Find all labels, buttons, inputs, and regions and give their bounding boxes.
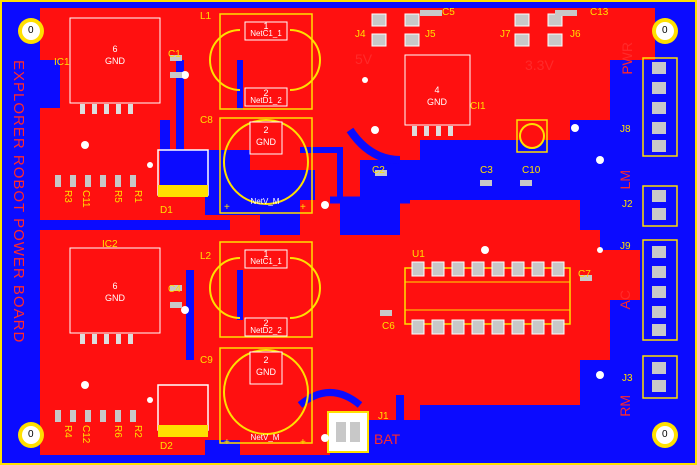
d2-ref: D2 — [160, 441, 173, 452]
c1-ref: C1 — [168, 49, 181, 60]
ic1-pin: 6 — [112, 44, 118, 54]
ic1-net: GND — [105, 56, 125, 66]
u1-ref: U1 — [412, 249, 425, 260]
j7-ref: J7 — [500, 29, 511, 40]
rail-rm: RM — [617, 395, 633, 417]
mount-hole-label-bl: 0 — [28, 429, 34, 440]
l2-net1: NetC1_1 — [250, 257, 282, 266]
rail-lm: LM — [617, 170, 633, 190]
j9-ref: J9 — [620, 241, 631, 252]
l2-pin2: 2 — [263, 318, 269, 328]
r5-ref: R5 — [112, 190, 123, 203]
d1-ref: D1 — [160, 205, 173, 216]
l1-pin2: 2 — [263, 88, 269, 98]
l2-net2: NetD2_2 — [250, 326, 282, 335]
c9-pin: 2 — [263, 355, 269, 365]
c9-plus-2: + — [300, 437, 306, 448]
r4-ref: R4 — [62, 425, 73, 438]
c10-ref: C10 — [522, 165, 541, 176]
r2-ref: R2 — [132, 425, 143, 438]
j2-ref: J2 — [622, 199, 633, 210]
ic1-ref: IC1 — [54, 57, 70, 68]
l1-net2: NetD1_2 — [250, 96, 282, 105]
c8-net: GND — [256, 137, 276, 147]
c4-ref: C4 — [168, 284, 181, 295]
ic3-pin: 4 — [434, 85, 440, 95]
c5-ref: C5 — [442, 7, 455, 18]
c13-ref: C13 — [590, 7, 609, 18]
ic2-pin: 6 — [112, 281, 118, 291]
c12-ref: C12 — [80, 425, 91, 444]
c9-plus: + — [224, 437, 230, 448]
ci1-ref: CI1 — [470, 101, 486, 112]
l1-ref: L1 — [200, 11, 212, 22]
j4-ref: J4 — [355, 29, 366, 40]
c9-pin1: NetV_M — [250, 433, 280, 442]
mount-hole-label-tr: 0 — [662, 25, 668, 36]
c11-ref: C11 — [80, 190, 91, 208]
c8-pin1: NetV_M — [250, 197, 280, 206]
j1-ref: J1 — [378, 411, 389, 422]
c2-ref: C2 — [372, 165, 385, 176]
l1-pin1: 1 — [263, 21, 269, 31]
c9-net: GND — [256, 367, 276, 377]
c9-ref: C9 — [200, 355, 213, 366]
c8-plus: + — [224, 202, 230, 213]
r3-ref: R3 — [62, 190, 73, 203]
j5-ref: J5 — [425, 29, 436, 40]
j8-ref: J8 — [620, 124, 631, 135]
c8-plus-2: + — [300, 202, 306, 213]
c3-ref: C3 — [480, 165, 493, 176]
r6-ref: R6 — [112, 425, 123, 438]
l2-ref: L2 — [200, 251, 212, 262]
r1-ref: R1 — [132, 190, 143, 203]
c8-pin: 2 — [263, 125, 269, 135]
rail-bat: BAT — [374, 431, 401, 447]
c7-ref: C7 — [578, 269, 591, 280]
l1-net1: NetC1_1 — [250, 29, 282, 38]
j6-ref: J6 — [570, 29, 581, 40]
board-title: EXPLORER ROBOT POWER BOARD — [10, 60, 27, 344]
rail-pwr: PWR — [619, 42, 635, 75]
ic3-net: GND — [427, 97, 447, 107]
c6-ref: C6 — [382, 321, 395, 332]
mount-hole-label-br: 0 — [662, 429, 668, 440]
ic2-ref: IC2 — [102, 239, 118, 250]
j3-ref: J3 — [622, 373, 633, 384]
rail-ac: AC — [617, 290, 633, 310]
ic2-net: GND — [105, 293, 125, 303]
rail-3v3: 3.3V — [525, 57, 554, 73]
mount-hole-label-tl: 0 — [28, 25, 34, 36]
rail-5v: 5V — [355, 51, 373, 67]
c8-ref: C8 — [200, 115, 213, 126]
l2-pin1: 1 — [263, 249, 269, 259]
